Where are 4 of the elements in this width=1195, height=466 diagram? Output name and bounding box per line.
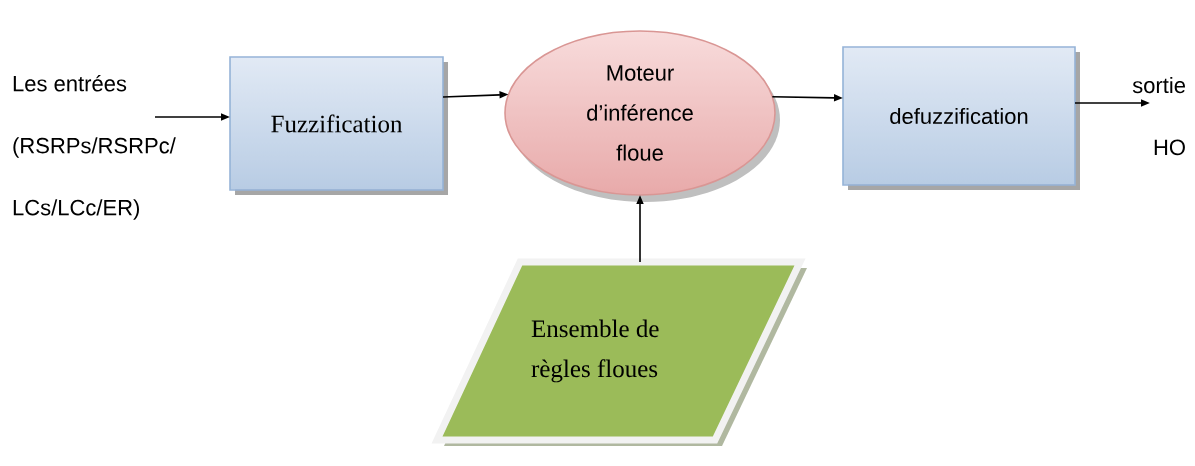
- process-box: defuzzification: [842, 46, 1080, 190]
- process-box: Fuzzification: [229, 56, 448, 195]
- input-label: Les entrées (RSRPs/RSRPc/ LCs/LCc/ER): [13, 75, 176, 220]
- output-label: sortie HO: [1132, 77, 1185, 156]
